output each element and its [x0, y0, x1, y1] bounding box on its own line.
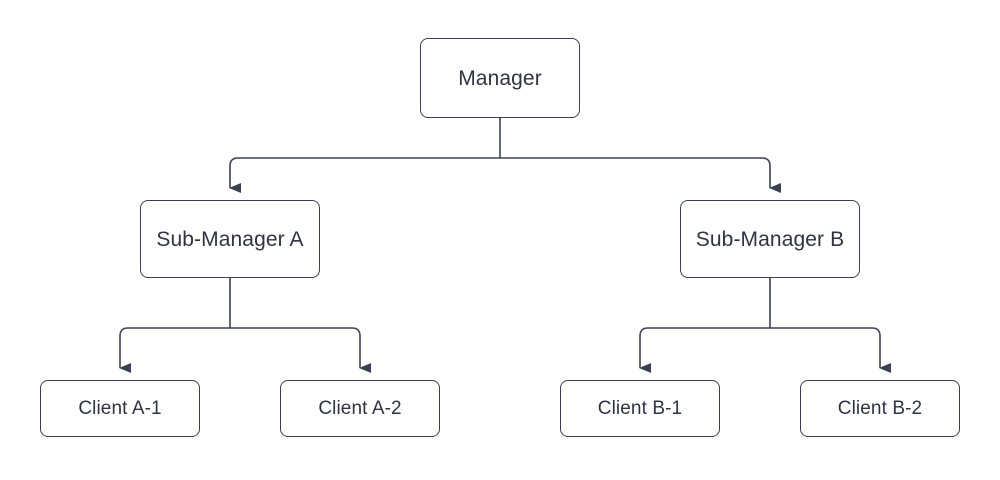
node-client-a-2[interactable]: Client A-2	[280, 380, 440, 437]
node-manager[interactable]: Manager	[420, 38, 580, 118]
node-sub-manager-b[interactable]: Sub-Manager B	[680, 200, 860, 278]
node-sub-manager-a-label: Sub-Manager A	[156, 227, 304, 251]
node-client-a-2-label: Client A-2	[318, 398, 402, 419]
node-client-a-1[interactable]: Client A-1	[40, 380, 200, 437]
node-client-a-1-label: Client A-1	[78, 398, 162, 419]
node-client-b-1-label: Client B-1	[597, 398, 683, 419]
node-client-b-2-label: Client B-2	[837, 398, 923, 419]
node-client-b-1[interactable]: Client B-1	[560, 380, 720, 437]
node-sub-manager-b-label: Sub-Manager B	[695, 227, 845, 251]
node-sub-manager-a[interactable]: Sub-Manager A	[140, 200, 320, 278]
node-manager-label: Manager	[458, 66, 542, 90]
node-client-b-2[interactable]: Client B-2	[800, 380, 960, 437]
